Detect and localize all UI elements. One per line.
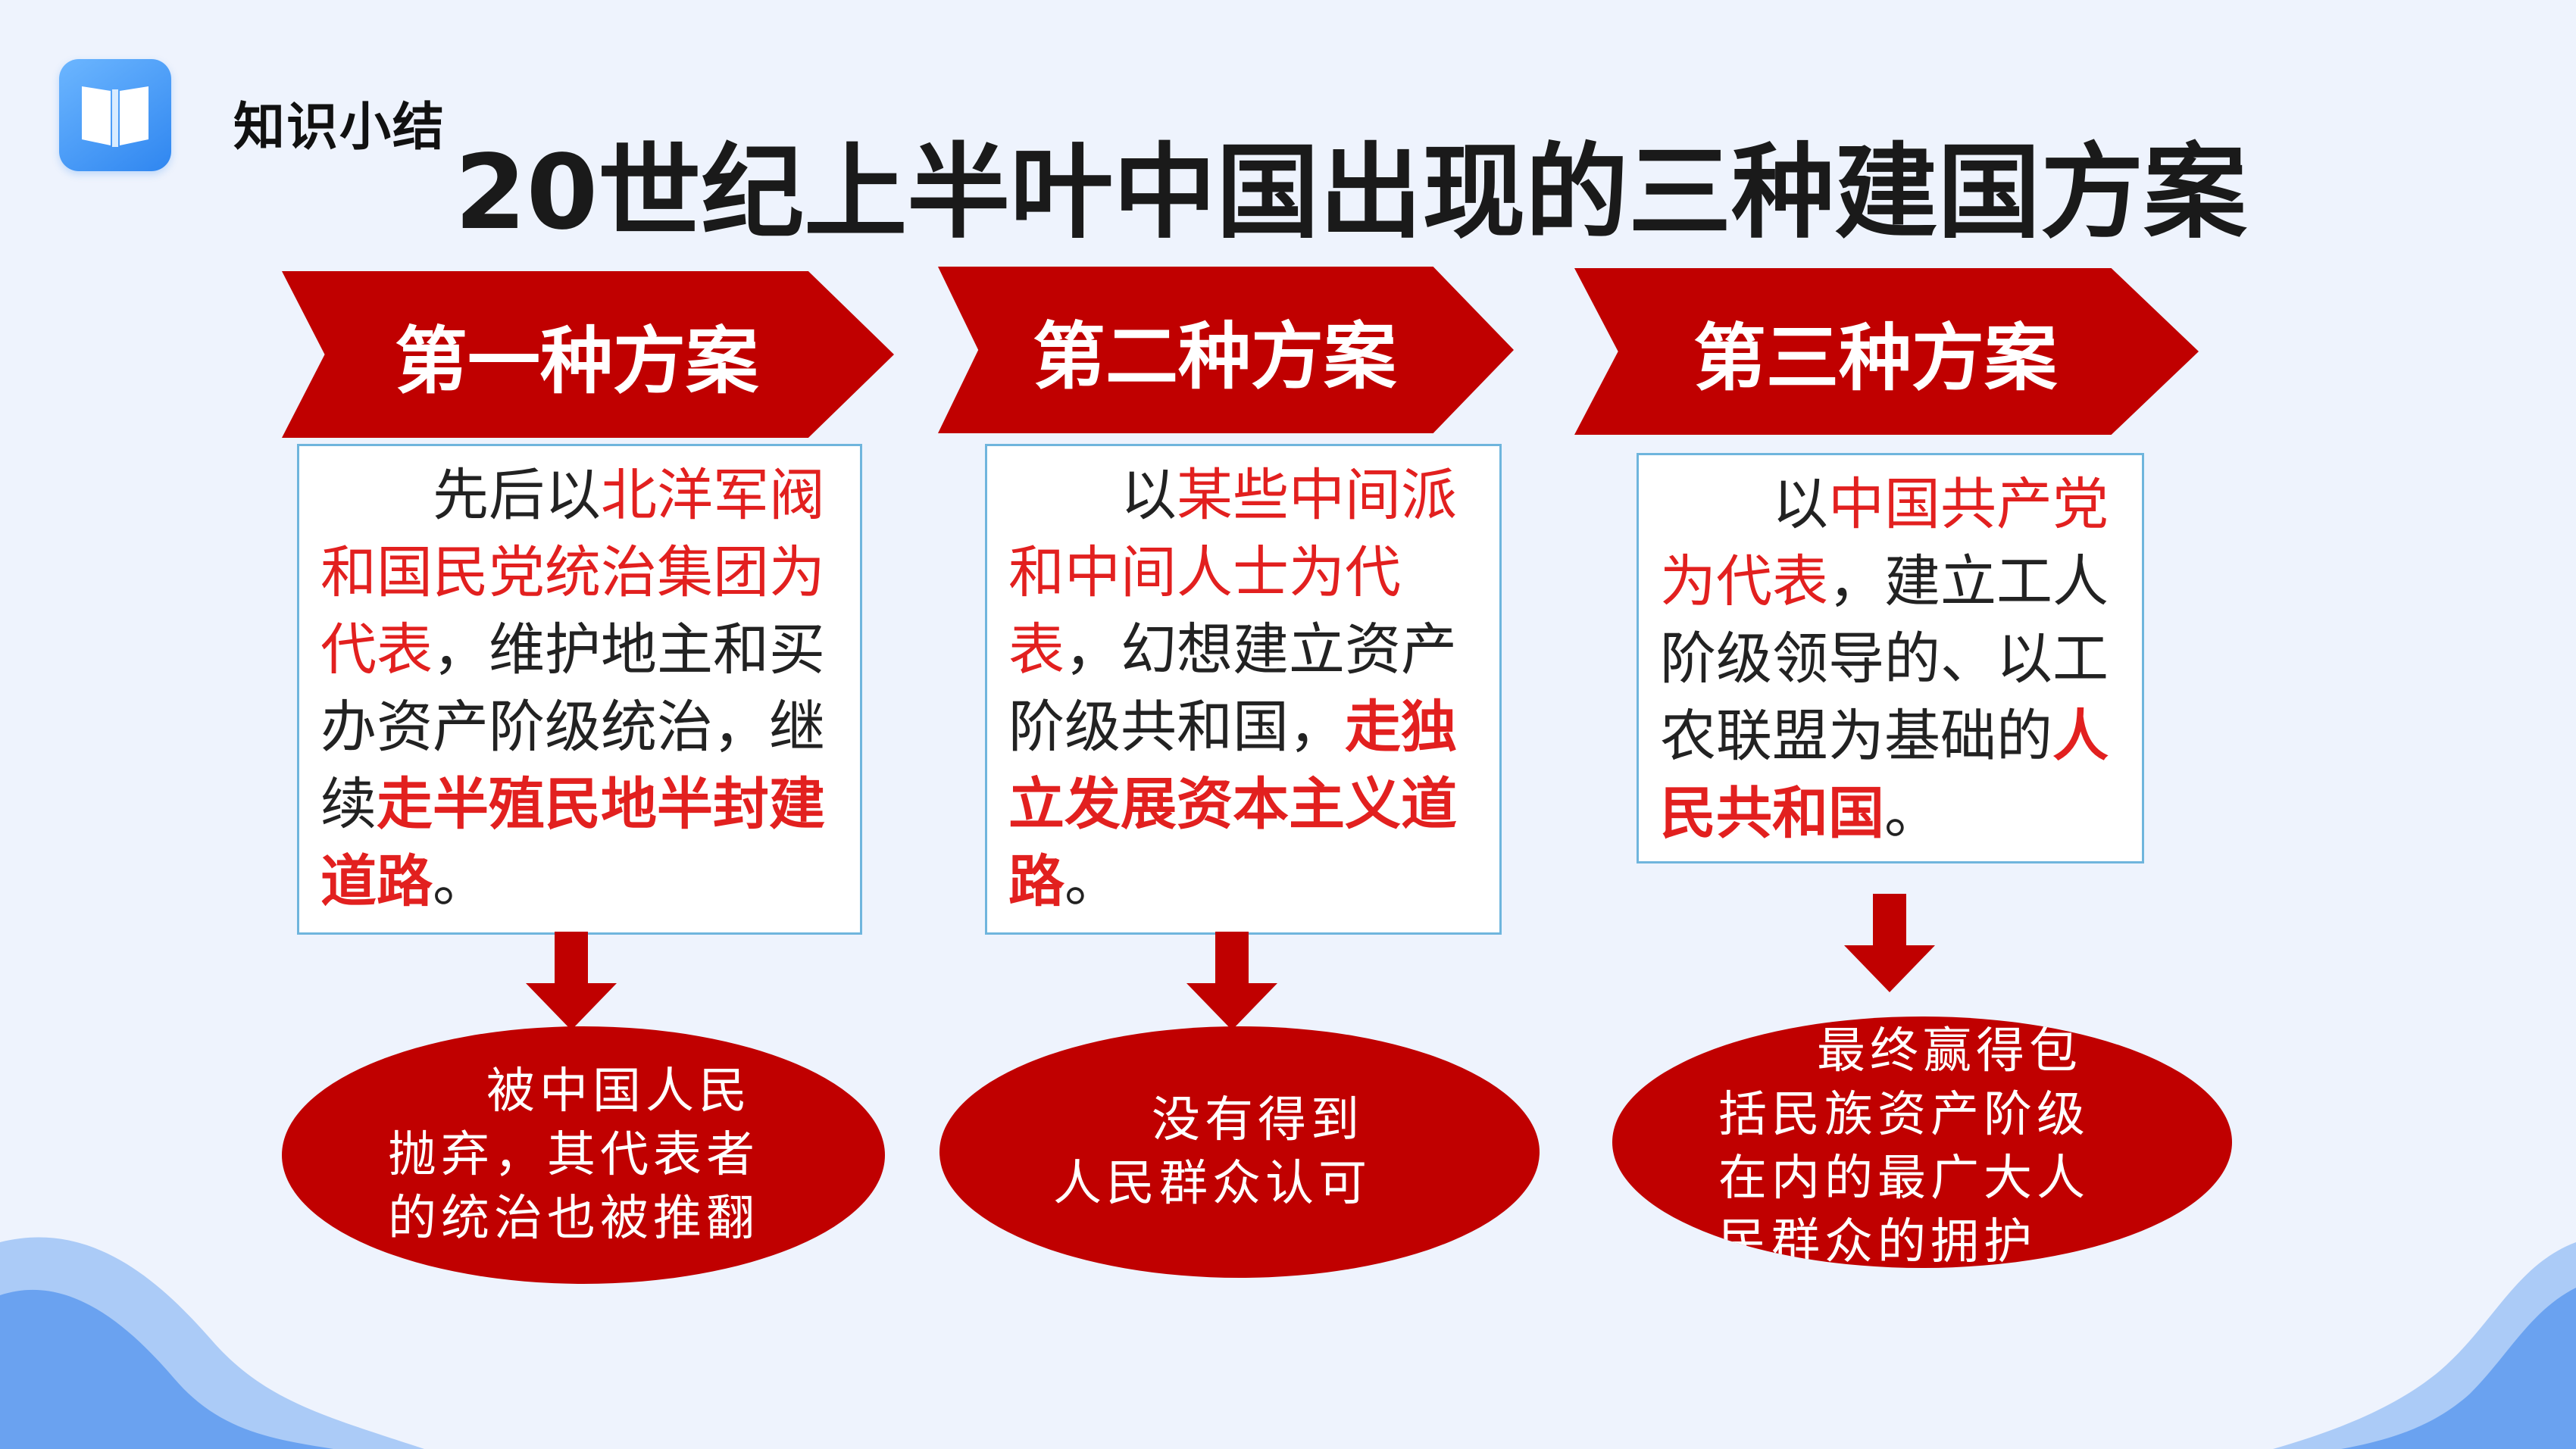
plan-1-description: 先后以北洋军阀和国民党统治集团为代表，维护地主和买办资产阶级统治，继续走半殖民地…: [297, 444, 862, 935]
plan-3-outcome-text: 最终赢得包括民族资产阶级在内的最广大人民群众的拥护: [1718, 1023, 2090, 1268]
plan-2-description: 以某些中间派和中间人士为代表，幻想建立资产阶级共和国，走独立发展资本主义道路。: [985, 444, 1502, 935]
plan-3-desc-part: 人民共和国: [1660, 704, 2109, 846]
plan-3-banner: 第三种方案: [1574, 268, 2199, 435]
down-arrow-icon: [1844, 894, 1935, 992]
plan-3-desc-part: 。: [1884, 781, 1940, 846]
plan-1-banner: 第一种方案: [282, 271, 894, 438]
open-book-icon: [59, 59, 171, 171]
plan-3-description: 以中国共产党为代表，建立工人阶级领导的、以工农联盟为基础的人民共和国。: [1637, 453, 2144, 863]
down-arrow-icon: [1186, 932, 1277, 1030]
plan-3-desc-part: 中国共产党为代表: [1660, 472, 2109, 614]
plan-2-desc-part: 。: [1064, 849, 1121, 914]
plan-1-desc-part: 先后以: [433, 463, 601, 528]
plan-2-desc-part: 某些中间派和中间人士为代表: [1008, 463, 1457, 682]
plan-3-desc-part: ，建立工人阶级领导的、以工农联盟为基础的: [1660, 549, 2109, 769]
plan-1-outcome-text: 被中国人民抛弃，其代表者的统治也被推翻: [388, 1063, 759, 1247]
plan-2-desc-part: 以: [1121, 463, 1177, 528]
plan-3-desc-part: 以: [1772, 472, 1828, 537]
section-label: 知识小结: [233, 98, 446, 158]
plan-2-banner-label: 第二种方案: [1033, 314, 1396, 399]
plan-1-banner-label: 第一种方案: [395, 318, 758, 404]
plan-3-banner-label: 第三种方案: [1693, 315, 2057, 401]
plan-1-desc-part: 北洋军阀和国民党统治集团为代表: [320, 463, 825, 682]
plan-1-outcome: 被中国人民抛弃，其代表者的统治也被推翻: [282, 1026, 885, 1284]
plan-2-desc-part: 走独立发展资本主义道路: [1008, 695, 1457, 914]
plan-2-desc-part: ，幻想建立资产阶级共和国，: [1008, 617, 1457, 760]
page-title: 20世纪上半叶中国出现的三种建国方案: [455, 133, 2247, 253]
plan-2-outcome-text: 没有得到人民群众认可: [1053, 1092, 1371, 1212]
bottom-right-wave-decoration: [2273, 1242, 2576, 1449]
plan-3-outcome: 最终赢得包括民族资产阶级在内的最广大人民群众的拥护: [1612, 1016, 2232, 1268]
plan-1-desc-part: 走半殖民地半封建道路: [320, 772, 825, 914]
plan-2-banner: 第二种方案: [938, 267, 1514, 433]
plan-1-desc-part: 。: [433, 849, 489, 914]
down-arrow-icon: [526, 932, 617, 1030]
plan-2-outcome: 没有得到人民群众认可: [939, 1026, 1540, 1278]
plan-1-desc-part: ，维护地主和买办资产阶级统治，继续: [320, 617, 825, 837]
